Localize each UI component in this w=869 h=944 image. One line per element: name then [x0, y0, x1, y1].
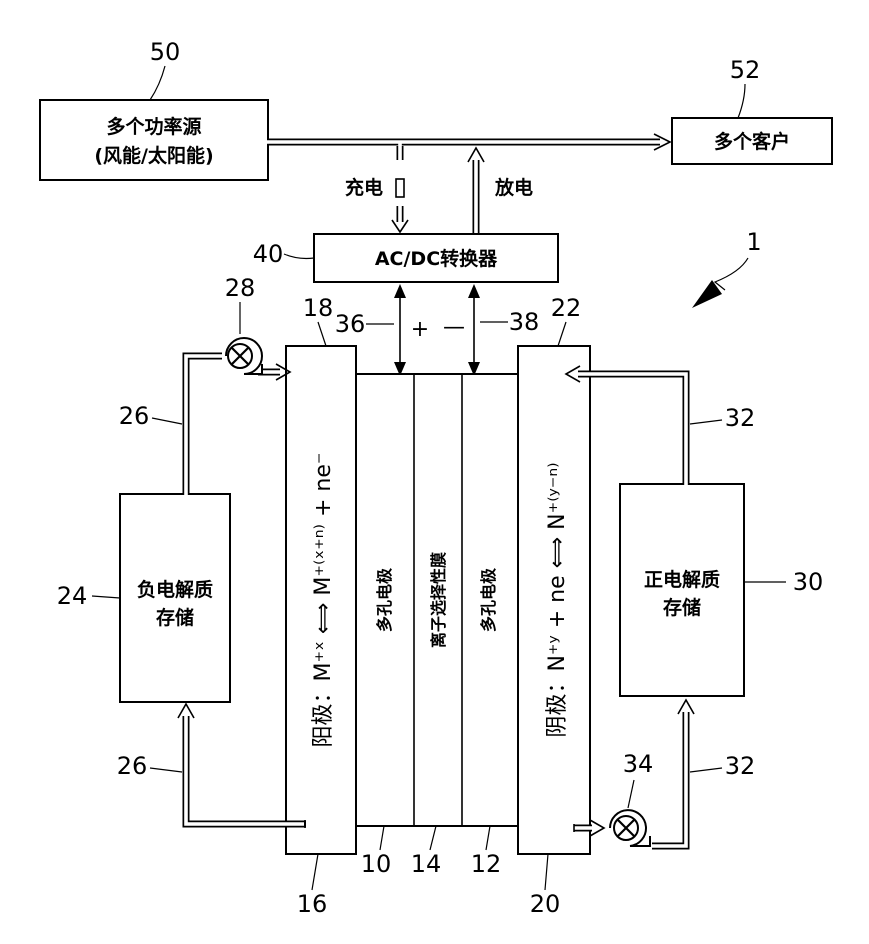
leader-18: [318, 322, 326, 346]
neg-storage-line2: 存储: [156, 606, 194, 629]
ref-20: 20: [530, 890, 561, 918]
power-source-line2: (风能/太阳能): [94, 144, 213, 167]
ref-50: 50: [150, 38, 181, 66]
ref-52: 52: [730, 56, 761, 84]
porous-electrode-left: 多孔电极: [375, 567, 394, 632]
converter-box: AC/DC转换器: [314, 234, 558, 282]
discharge-label: 放电: [494, 176, 533, 199]
ref-34: 34: [623, 750, 654, 778]
leader-52: [738, 84, 745, 118]
ref-10: 10: [361, 850, 392, 878]
charge-label: 充电: [345, 176, 383, 199]
ref-36: 36: [335, 310, 366, 338]
leader-10: [380, 826, 384, 850]
porous-electrode-right: 多孔电极: [479, 567, 498, 632]
ref-24: 24: [57, 582, 88, 610]
power-source-line1: 多个功率源: [106, 115, 201, 138]
ref-1: 1: [746, 228, 761, 256]
leader-16: [312, 854, 318, 890]
leader-32-bottom: [690, 768, 722, 772]
leader-20: [545, 854, 548, 890]
neg-storage-line1: 负电解质: [137, 578, 213, 601]
left-pump: [226, 338, 262, 374]
positive-storage-tank: 正电解质 存储: [620, 484, 744, 696]
ref-22: 22: [551, 294, 582, 322]
leader-32-top: [690, 420, 722, 424]
leader-40: [284, 254, 314, 259]
anode-equation: 阳极：M⁺ˣ ⟺ M⁺⁽ˣ⁺ⁿ⁾ + ne⁻: [311, 453, 336, 748]
ref-18: 18: [303, 294, 334, 322]
leader-26-top: [152, 418, 182, 424]
discharge-arrow: [468, 148, 484, 234]
leader-22: [558, 322, 566, 346]
pos-storage-line2: 存储: [663, 596, 701, 619]
power-source-box: 多个功率源 (风能/太阳能): [40, 100, 268, 180]
customers-box: 多个客户: [672, 118, 832, 164]
right-pump: [610, 810, 650, 846]
leader-1: [715, 258, 748, 290]
leader-14: [430, 826, 436, 850]
terminal-plus-arrow: [394, 284, 406, 376]
charge-arrow: [392, 142, 408, 232]
membrane-label: 离子选择性膜: [429, 552, 448, 648]
left-pipe-upper: [186, 356, 290, 496]
ref-12: 12: [471, 850, 502, 878]
customers-label: 多个客户: [714, 130, 790, 153]
leader-50: [150, 66, 165, 100]
ref-40: 40: [253, 240, 284, 268]
leader-34: [628, 780, 634, 808]
ref-32-top: 32: [725, 404, 756, 432]
leader-12: [486, 826, 490, 850]
ref-26-bottom: 26: [117, 752, 148, 780]
terminal-minus-arrow: [468, 284, 480, 376]
ref-14: 14: [411, 850, 442, 878]
ref-38: 38: [509, 308, 540, 336]
leader-24: [92, 596, 120, 598]
ref-30: 30: [793, 568, 824, 596]
ref-32-bottom: 32: [725, 752, 756, 780]
cathode-equation: 阴极：N⁺ʸ + ne ⟺ N⁺⁽ʸ⁻ⁿ⁾: [545, 462, 570, 737]
converter-label: AC/DC转换器: [375, 247, 498, 270]
leader-26-bottom: [150, 768, 182, 772]
terminal-minus: —: [443, 315, 465, 340]
power-bus-arrow: [266, 134, 670, 150]
ref-28: 28: [225, 274, 256, 302]
ref-16: 16: [297, 890, 328, 918]
negative-storage-tank: 负电解质 存储: [120, 494, 230, 702]
pos-storage-line1: 正电解质: [644, 568, 720, 591]
ref-26-top: 26: [119, 402, 150, 430]
terminal-plus: +: [411, 317, 429, 342]
